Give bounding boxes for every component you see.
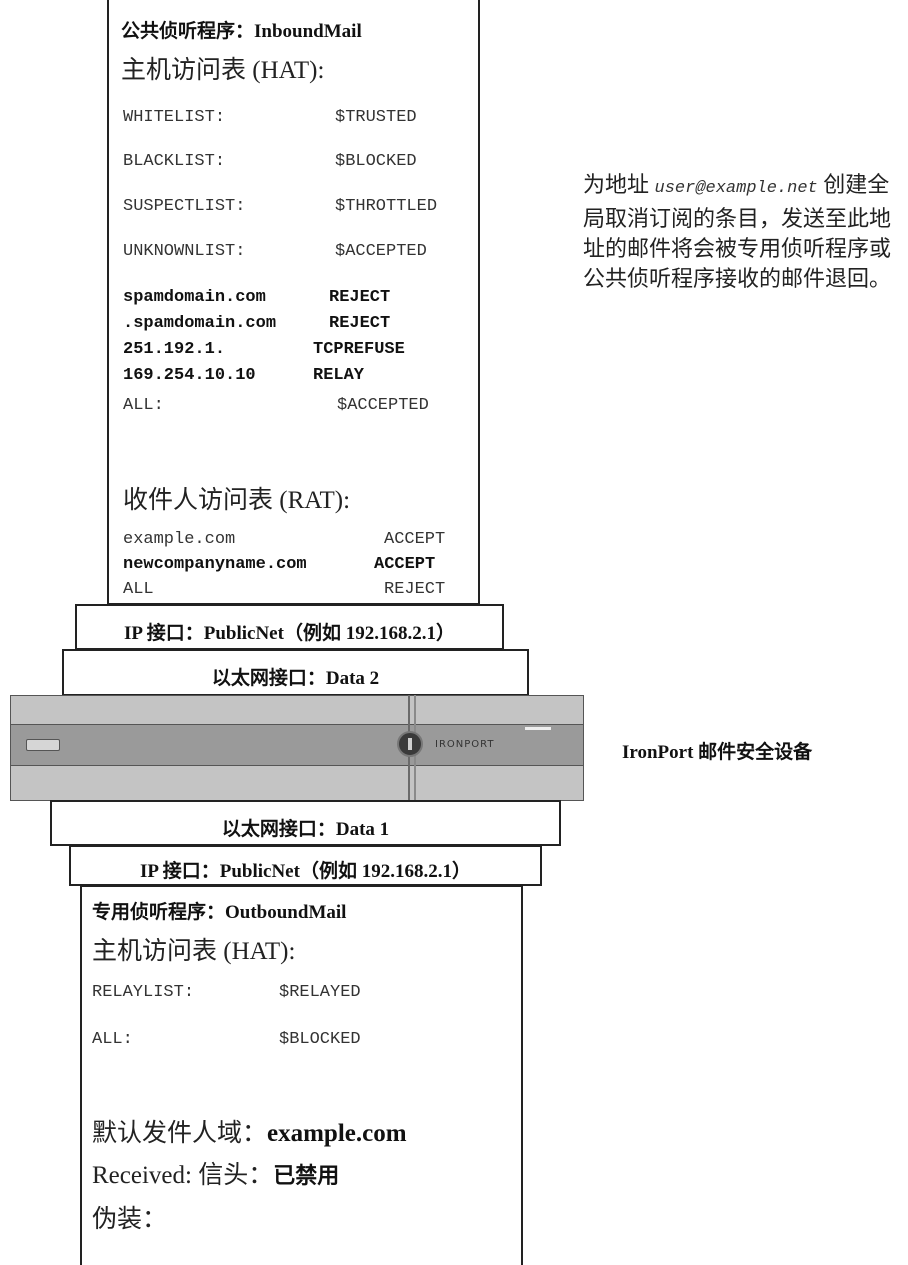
hat-row-value: $THROTTLED — [335, 197, 438, 216]
ironport-appliance: IRONPORT — [10, 695, 584, 801]
appliance-led-indicator — [26, 739, 60, 751]
hat-bold-row-value: REJECT — [329, 288, 391, 307]
unsubscribe-note: 为地址 user@example.net 创建全局取消订阅的条目，发送至此地址的… — [583, 170, 903, 294]
hat-row-value: $ACCEPTED — [335, 242, 427, 261]
hat-row-key: BLACKLIST: — [123, 152, 226, 171]
appliance-front-panel — [10, 725, 584, 765]
private-hat-row-key: RELAYLIST: — [92, 983, 195, 1002]
public-hat-title: 主机访问表 (HAT): — [121, 57, 325, 84]
private-hat-row-value: $RELAYED — [279, 983, 361, 1002]
public-listener-box: 公共侦听程序：InboundMail 主机访问表 (HAT): WHITELIS… — [107, 0, 480, 605]
default-sender-value: example.com — [267, 1120, 407, 1147]
hat-bold-row-value: REJECT — [329, 314, 391, 333]
hat-bold-row-key: 251.192.1. — [123, 340, 226, 359]
power-button-icon — [397, 731, 423, 757]
note-prefix: 为地址 — [583, 172, 650, 197]
ip-interface-bottom: IP 接口：PublicNet（例如 192.168.2.1） — [69, 845, 542, 886]
hat-all-key: ALL: — [123, 396, 164, 415]
ethernet-interface-bottom: 以太网接口：Data 1 — [50, 800, 561, 846]
ethernet-bottom-label: 以太网接口：Data 1 — [221, 819, 390, 840]
rat-row-value: ACCEPT — [374, 555, 436, 574]
rat-row-key: ALL — [123, 580, 154, 599]
hat-row-key: WHITELIST: — [123, 108, 226, 127]
note-text: 创建全局取消订阅的条目，发送至此地址的邮件将会被专用侦听程序或公共侦听程序接收的… — [583, 172, 892, 291]
hat-row-value: $TRUSTED — [335, 108, 417, 127]
private-hat-title: 主机访问表 (HAT): — [92, 938, 296, 965]
rat-row-key: example.com — [123, 530, 236, 549]
hat-all-value: $ACCEPTED — [337, 396, 429, 415]
ip-interface-top-label: IP 接口：PublicNet（例如 192.168.2.1） — [124, 623, 455, 644]
default-sender-line: 默认发件人域：example.com — [92, 1113, 407, 1149]
rat-row-value: ACCEPT — [384, 530, 446, 549]
appliance-notch — [525, 727, 551, 730]
note-address: user@example.net — [654, 179, 818, 198]
hat-bold-row-key: 169.254.10.10 — [123, 366, 256, 385]
appliance-bottom-panel — [10, 765, 584, 801]
appliance-top-panel — [10, 695, 584, 725]
hat-row-key: SUSPECTLIST: — [123, 197, 246, 216]
received-header-line: Received: 信头：已禁用 — [92, 1155, 339, 1191]
hat-bold-row-value: RELAY — [313, 366, 365, 385]
ip-interface-top: IP 接口：PublicNet（例如 192.168.2.1） — [75, 604, 504, 650]
ethernet-top-label: 以太网接口：Data 2 — [211, 668, 380, 689]
private-hat-row-value: $BLOCKED — [279, 1030, 361, 1049]
public-rat-title: 收件人访问表 (RAT): — [123, 487, 351, 514]
hat-bold-row-value: TCPREFUSE — [313, 340, 405, 359]
hat-row-key: UNKNOWNLIST: — [123, 242, 246, 261]
rat-row-value: REJECT — [384, 580, 446, 599]
received-header-value: 已禁用 — [273, 1164, 340, 1189]
hat-row-value: $BLOCKED — [335, 152, 417, 171]
ethernet-interface-top: 以太网接口：Data 2 — [62, 649, 529, 696]
hat-bold-row-key: spamdomain.com — [123, 288, 266, 307]
received-header-label: Received: 信头： — [92, 1162, 274, 1189]
ironport-logo: IRONPORT — [435, 739, 495, 750]
masquerade-label: 伪装： — [92, 1206, 168, 1233]
appliance-label: IronPort 邮件安全设备 — [622, 742, 813, 763]
rat-row-key: newcompanyname.com — [123, 555, 307, 574]
hat-bold-row-key: .spamdomain.com — [123, 314, 277, 333]
ip-interface-bottom-label: IP 接口：PublicNet（例如 192.168.2.1） — [140, 861, 471, 882]
private-listener-title: 专用侦听程序：OutboundMail — [92, 902, 347, 923]
private-hat-row-key: ALL: — [92, 1030, 133, 1049]
public-listener-title: 公共侦听程序：InboundMail — [121, 21, 362, 42]
private-listener-box: 专用侦听程序：OutboundMail 主机访问表 (HAT): RELAYLI… — [80, 885, 523, 1265]
default-sender-label: 默认发件人域： — [92, 1120, 268, 1147]
